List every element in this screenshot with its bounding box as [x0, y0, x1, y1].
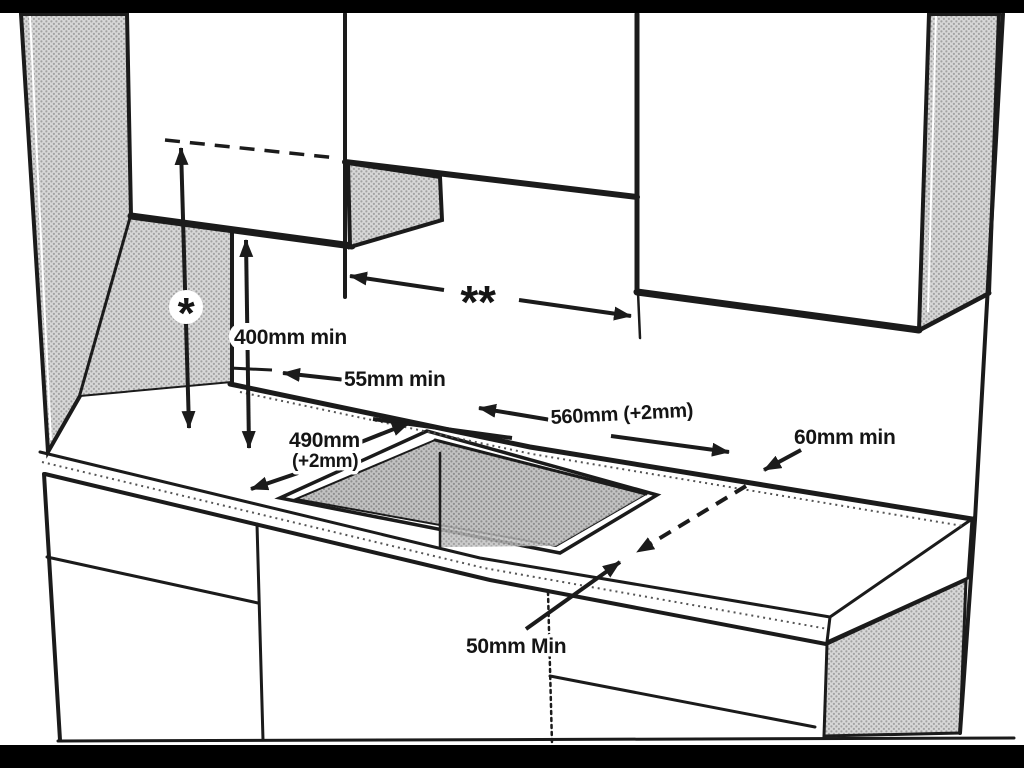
star-symbol: *: [178, 289, 196, 338]
floor-line: [56, 736, 1016, 743]
dim-double-star-right-arrow: [518, 298, 632, 321]
dim-560mm-extension-line: [372, 417, 513, 440]
dim-55mm-arrow: [282, 367, 347, 382]
right-wall-cabinet-extension-line: [636, 290, 642, 340]
base-cabinet-drawer-line-left: [45, 555, 260, 605]
label-400mm-background: [229, 323, 341, 350]
dim-560mm-right-arrow: [610, 434, 730, 457]
right-wall-cabinet-bottom-edge: [633, 288, 923, 334]
label-60mm-min: 60mm min: [794, 426, 895, 449]
dim-double-star-left-arrow: [349, 271, 445, 292]
label-490mm-line2: (+2mm): [292, 451, 358, 472]
hood-recess-side-panel: [345, 160, 445, 250]
dim-60mm-leader-arrow: [763, 448, 802, 472]
left-wall-cabinet-bottom-edge: [127, 212, 356, 250]
worktop-front-bottom-edge: [43, 472, 828, 646]
letterbox-top: [0, 0, 1024, 13]
label-50mm-min: 50mm Min: [466, 635, 566, 658]
hob-cutout-back-edge: [433, 438, 648, 496]
base-cabinet-drawer-line-right: [548, 674, 817, 729]
base-cabinet-left-edge: [42, 472, 62, 742]
right-wall-edge: [958, 12, 1005, 735]
dim-55mm-witness-line: [229, 366, 273, 372]
worktop-right-end-face: [825, 515, 974, 645]
worktop-front-dotted-texture: [41, 461, 829, 630]
star-symbol-background: [169, 290, 203, 324]
hob-cutout-bottom: [440, 454, 646, 547]
right-wall-cabinet-highlight: [927, 15, 937, 313]
base-cabinet-dotted-divider: [546, 590, 554, 746]
left-tall-cabinet-highlight: [29, 15, 52, 441]
label-55mm-min: 55mm min: [344, 368, 445, 391]
base-cabinet-door-divider: [255, 522, 265, 742]
letterbox-bottom: [0, 745, 1024, 768]
worktop-front-top-edge: [38, 450, 832, 619]
dim-490mm-down-arrow: [250, 471, 299, 491]
backsplash-dotted-texture: [239, 391, 964, 527]
label-560mm: 560mm (+2mm): [550, 400, 694, 429]
dim-50mm-leader-arrow: [524, 560, 622, 631]
label-490mm-line1: 490mm: [289, 429, 360, 452]
double-star-symbol: **: [460, 276, 496, 328]
dim-star-arrow: [174, 147, 196, 429]
dim-490mm-up-arrow: [350, 421, 410, 448]
label-400mm-min: 400mm min: [234, 326, 347, 349]
dim-560mm-left-arrow: [478, 403, 552, 422]
mid-wall-cabinet-bottom-edge: [342, 159, 640, 200]
wall-back-edge: [227, 381, 975, 522]
hood-hidden-dashed-line: [164, 138, 338, 160]
